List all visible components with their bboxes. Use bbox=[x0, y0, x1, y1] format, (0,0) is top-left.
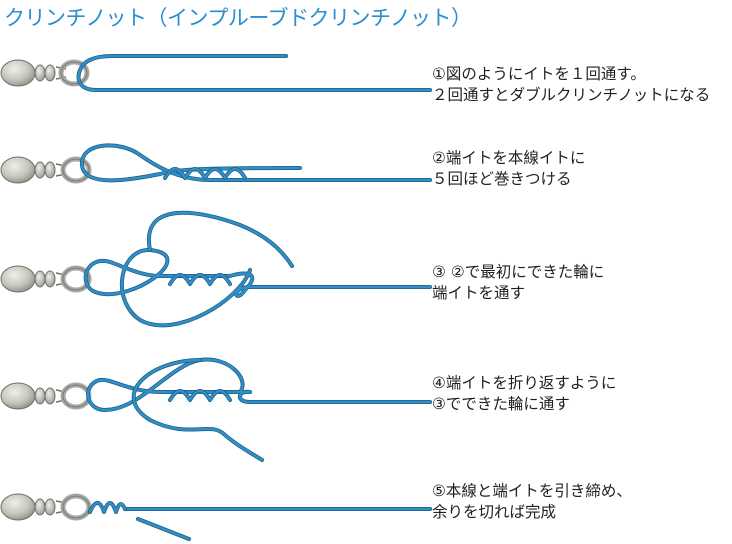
step-1-line-1: ①図のようにイトを１回通す。 bbox=[432, 65, 646, 83]
line-step-2 bbox=[80, 143, 432, 183]
step-2-text: ②端イトを本線イトに ５回ほど巻きつける bbox=[432, 148, 585, 190]
swivel-icon-1 bbox=[0, 59, 90, 87]
step-3-line-2: 端イトを通す bbox=[432, 284, 526, 302]
step-4-line-2: ③でできた輪に通す bbox=[432, 395, 570, 413]
step-5-text: ⑤本線と端イトを引き締め、 余りを切れば完成 bbox=[432, 481, 632, 523]
swivel-icon-4 bbox=[0, 382, 92, 410]
step-5-line-2: 余りを切れば完成 bbox=[432, 503, 557, 521]
step-4-line-1: ④端イトを折り返すように bbox=[432, 374, 617, 392]
swivel-icon-2 bbox=[0, 156, 92, 184]
step-4-text: ④端イトを折り返すように ③でできた輪に通す bbox=[432, 373, 616, 415]
step-3-text: ③ ②で最初にできた輪に 端イトを通す bbox=[432, 262, 604, 304]
swivel-icon-3 bbox=[0, 265, 92, 293]
line-step-1 bbox=[76, 54, 432, 92]
line-step-4 bbox=[86, 357, 432, 462]
step-3-line-1: ③ ②で最初にできた輪に bbox=[432, 263, 605, 281]
step-1-line-2: ２回通すとダブルクリンチノットになる bbox=[432, 86, 711, 104]
step-1-text: ①図のようにイトを１回通す。 ２回通すとダブルクリンチノットになる bbox=[432, 64, 710, 106]
line-step-5 bbox=[88, 501, 432, 541]
step-5-line-1: ⑤本線と端イトを引き締め、 bbox=[432, 482, 632, 500]
page-title: クリンチノット（インプルーブドクリンチノット） bbox=[4, 6, 472, 30]
step-2-line-2: ５回ほど巻きつける bbox=[432, 170, 572, 188]
swivel-icon-5 bbox=[0, 493, 92, 521]
line-step-3 bbox=[83, 210, 432, 328]
step-2-line-1: ②端イトを本線イトに bbox=[432, 149, 586, 167]
